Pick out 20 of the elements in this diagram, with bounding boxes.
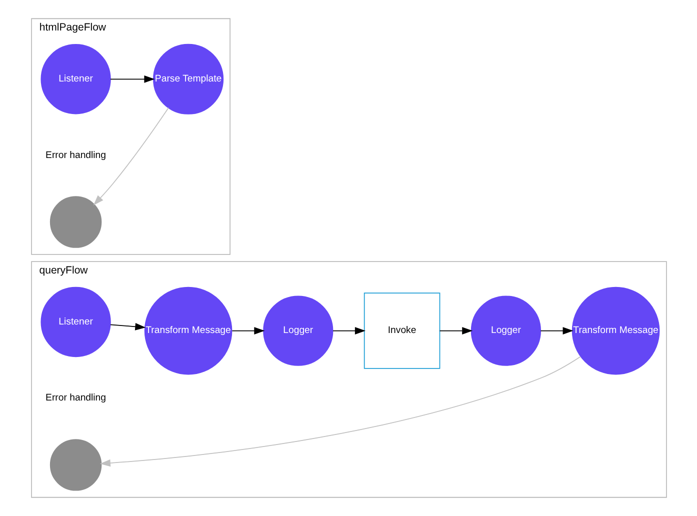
node-circle: Listener: [40, 286, 110, 358]
arrow: [110, 75, 154, 83]
node-circle: [49, 439, 102, 491]
node-circle: Parse Template: [152, 44, 224, 114]
node-circle: Transform Message: [144, 286, 232, 375]
arrow: [438, 327, 472, 334]
node-circle: Transform Message: [571, 286, 660, 375]
node-circle: [49, 196, 102, 248]
label: Error handling: [45, 150, 106, 161]
node-circle: Logger: [262, 296, 333, 366]
node-circle: Listener: [40, 44, 110, 114]
arrow: [332, 327, 365, 334]
arrow: [110, 322, 146, 330]
arrow: [540, 327, 573, 334]
node-circle: Logger: [470, 296, 541, 366]
arrow: [99, 356, 580, 467]
arrow: [231, 327, 264, 334]
arrow: [92, 107, 168, 206]
label: Error handling: [45, 392, 106, 404]
node-box: Invoke: [363, 292, 440, 369]
